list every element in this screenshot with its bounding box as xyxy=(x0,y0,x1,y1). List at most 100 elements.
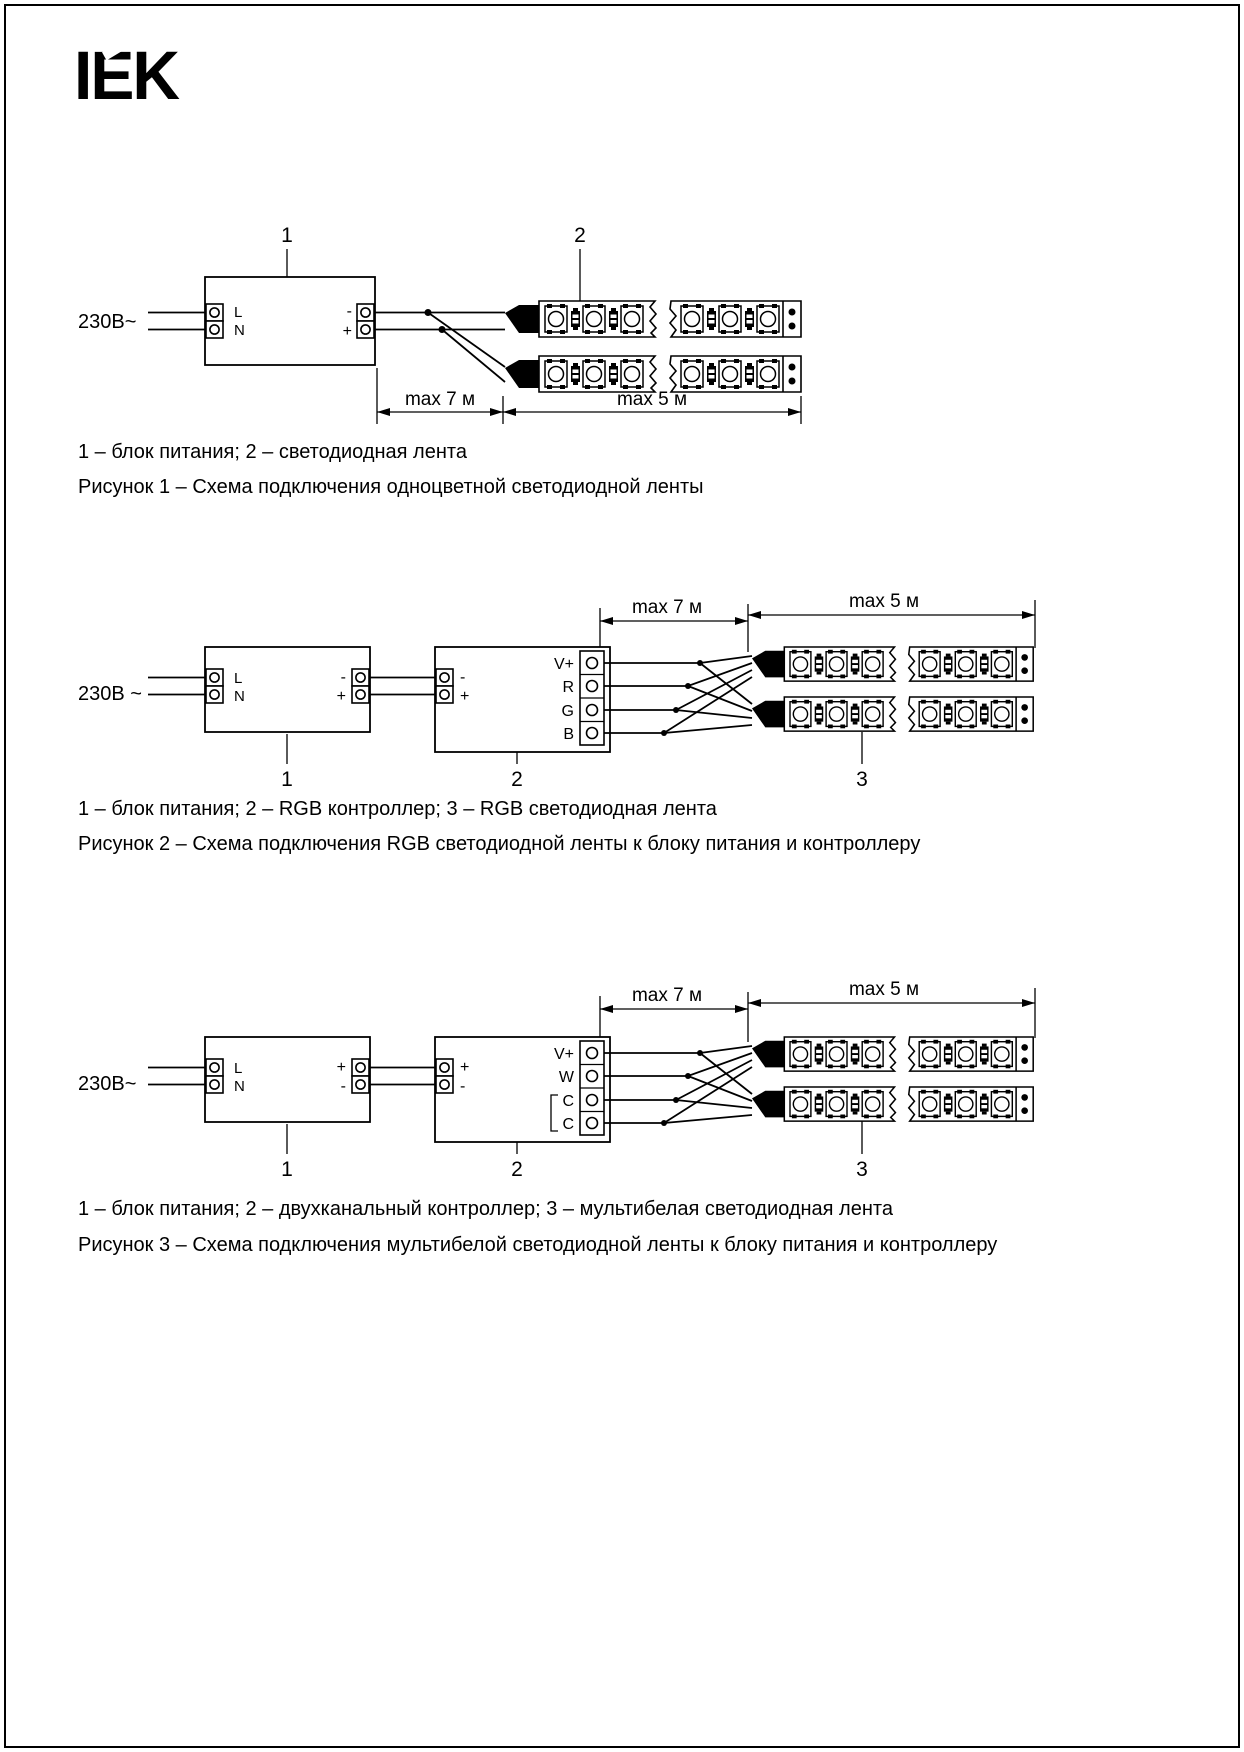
figure3-strip-wires xyxy=(604,1045,753,1126)
led-strip-row xyxy=(752,647,1033,681)
iek-logo-text: IEK xyxy=(74,36,180,114)
figure2-callout-2: 2 xyxy=(511,752,523,791)
figure1-caption: Рисунок 1 – Схема подключения одноцветно… xyxy=(78,476,704,498)
figure2-dimensions: max 7 м max 5 м xyxy=(599,591,1036,652)
figure3-diagram: max 7 м max 5 м 230В~ L N + - xyxy=(78,979,1036,1181)
ctrl-in-top-label: + xyxy=(460,1059,469,1076)
figure2-caption: Рисунок 2 – Схема подключения RGB светод… xyxy=(78,833,921,855)
psu-out-top-label: - xyxy=(341,669,346,686)
figure2-voltage-label: 230В ~ xyxy=(78,683,142,705)
figure2-strip-wires xyxy=(604,655,753,736)
channel-b-label: B xyxy=(563,726,574,743)
terminal-n xyxy=(205,320,224,339)
channel-vplus-label: V+ xyxy=(554,656,574,673)
figure3-two-channel-controller: + - V+ W C C xyxy=(434,1036,611,1143)
figure1-callout-2-label: 2 xyxy=(574,224,586,247)
figure1-mains-input: 230В~ xyxy=(78,311,206,333)
figure1-callout-2: 2 xyxy=(574,224,586,302)
ctrl-in-plus xyxy=(435,685,454,704)
figure2-psu-to-controller-wires xyxy=(369,676,437,696)
figure2-mains-input: 230В ~ xyxy=(78,676,206,705)
ctrl-in-bottom-label: + xyxy=(460,688,469,705)
figure3-power-supply: L N + - xyxy=(204,1036,371,1123)
channel-vplus-label: V+ xyxy=(554,1046,574,1063)
dim-max5-label: max 5 м xyxy=(849,979,919,1000)
led-strip-row xyxy=(505,301,801,337)
figure3-voltage-label: 230В~ xyxy=(78,1073,136,1095)
terminal-out-minus xyxy=(351,668,370,687)
iek-logo: IEK xyxy=(74,34,180,110)
terminal-l xyxy=(205,303,224,322)
terminal-n-label: N xyxy=(234,322,245,339)
led-strip-row xyxy=(505,356,801,392)
figure3-callout-2: 2 xyxy=(511,1142,523,1181)
terminal-l-label: L xyxy=(234,670,242,687)
channel-c-bracket xyxy=(550,1094,558,1132)
figure3-caption: Рисунок 3 – Схема подключения мультибело… xyxy=(78,1234,998,1256)
figure2-legend: 1 – блок питания; 2 – RGB контроллер; 3 … xyxy=(78,798,717,820)
ctrl-in-minus xyxy=(435,1075,454,1094)
ctrl-in-minus xyxy=(435,668,454,687)
dim-max7-label: max 7 м xyxy=(632,597,702,618)
figure1-output-wires xyxy=(374,309,506,383)
terminal-n-label: N xyxy=(234,688,245,705)
output-plus-label: + xyxy=(343,323,352,340)
ctrl-in-top-label: - xyxy=(460,669,465,686)
figure3-callout-3: 3 xyxy=(856,1121,868,1181)
ctrl-in-plus xyxy=(435,1058,454,1077)
channel-g-label: G xyxy=(562,703,574,720)
terminal-l-label: L xyxy=(234,1060,242,1077)
figure1-dimensions: max 7 м max 5 м xyxy=(376,368,802,424)
led-strip-row xyxy=(752,697,1033,731)
figure2-callout-3: 3 xyxy=(856,732,868,791)
figure1-callout-1-label: 1 xyxy=(281,224,293,247)
terminal-n-label: N xyxy=(234,1078,245,1095)
figure3-callout-3-label: 3 xyxy=(856,1158,868,1181)
channel-c2-label: C xyxy=(562,1116,574,1133)
channel-w-label: W xyxy=(559,1069,575,1086)
psu-out-top-label: + xyxy=(337,1059,346,1076)
figure1-legend: 1 – блок питания; 2 – светодиодная лента xyxy=(78,441,467,463)
figure2-callout-2-label: 2 xyxy=(511,768,523,791)
ctrl-in-bottom-label: - xyxy=(460,1078,465,1095)
dim-max7-label: max 7 м xyxy=(405,389,475,410)
led-strip-row xyxy=(752,1037,1033,1071)
power-supply-box xyxy=(204,276,376,366)
power-supply-box xyxy=(204,646,371,733)
figure3-callout-1: 1 xyxy=(281,1124,293,1181)
terminal-out-plus xyxy=(351,685,370,704)
dim-max7-label: max 7 м xyxy=(632,985,702,1006)
figure3-dimensions: max 7 м max 5 м xyxy=(599,979,1036,1042)
figure2-callout-1-label: 1 xyxy=(281,768,293,791)
terminal-l xyxy=(205,668,224,687)
figure2-callout-1: 1 xyxy=(281,734,293,791)
figure3-callout-2-label: 2 xyxy=(511,1158,523,1181)
channel-c1-label: C xyxy=(562,1093,574,1110)
terminal-out-minus xyxy=(351,1075,370,1094)
figure3-psu-to-controller-wires xyxy=(369,1066,437,1086)
figure1-power-supply: L N - + xyxy=(204,276,376,366)
figure3-legend: 1 – блок питания; 2 – двухканальный конт… xyxy=(78,1198,893,1220)
power-supply-box xyxy=(204,1036,371,1123)
terminal-n xyxy=(205,1075,224,1094)
dim-max5-label: max 5 м xyxy=(617,389,687,410)
psu-out-bottom-label: - xyxy=(341,1078,346,1095)
output-minus-label: - xyxy=(347,303,352,320)
figure2-diagram: max 7 м max 5 м 230В ~ L N - + xyxy=(78,591,1036,791)
terminal-out-minus xyxy=(356,303,375,322)
figure3-callout-1-label: 1 xyxy=(281,1158,293,1181)
channel-r-label: R xyxy=(562,679,574,696)
terminal-n xyxy=(205,685,224,704)
led-strip-row xyxy=(752,1087,1033,1121)
psu-out-bottom-label: + xyxy=(337,688,346,705)
figure3-mains-input: 230В~ xyxy=(78,1066,206,1095)
terminal-out-plus xyxy=(356,320,375,339)
figure1-voltage-label: 230В~ xyxy=(78,311,136,333)
figure2-rgb-controller: - + V+ R G B xyxy=(434,646,611,753)
terminal-out-plus xyxy=(351,1058,370,1077)
figure2-power-supply: L N - + xyxy=(204,646,371,733)
dim-max5-label: max 5 м xyxy=(849,591,919,612)
figure1-diagram: 1 2 230В~ L N - + xyxy=(78,224,1244,424)
terminal-l-label: L xyxy=(234,304,242,321)
